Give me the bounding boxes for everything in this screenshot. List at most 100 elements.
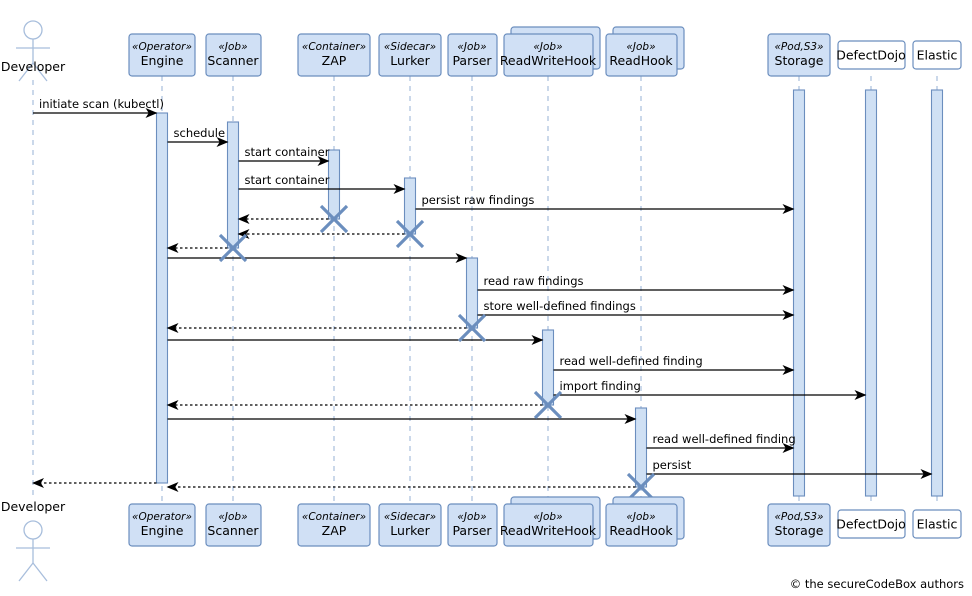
participant-bottom-parser[interactable]: «Job»Parser bbox=[447, 503, 498, 547]
message-label-m2: schedule bbox=[174, 126, 226, 140]
message-m2: schedule bbox=[167, 126, 229, 147]
participant-top-defectdojo[interactable]: DefectDojo bbox=[836, 40, 906, 70]
participant-bottom-zap[interactable]: «Container»ZAP bbox=[297, 503, 371, 547]
participant-box-zap bbox=[297, 33, 371, 77]
participant-top-zap[interactable]: «Container»ZAP bbox=[297, 33, 371, 77]
message-m4: start container bbox=[238, 173, 406, 194]
activation-bar-zap bbox=[327, 149, 341, 220]
message-m15: import finding bbox=[553, 379, 867, 400]
participant-top-storage[interactable]: «Pod,S3»Storage bbox=[767, 33, 831, 77]
stereotype-label-readwritehook: «Job» bbox=[533, 41, 562, 53]
destroy-marker-readwritehook bbox=[533, 390, 563, 420]
participant-bottom-defectdojo[interactable]: DefectDojo bbox=[836, 509, 906, 539]
message-label-m19: persist bbox=[653, 458, 692, 472]
stereotype-label-scanner: «Job» bbox=[218, 41, 247, 53]
message-label-m5: persist raw findings bbox=[422, 193, 535, 207]
participant-top-lurker[interactable]: «Sidecar»Lurker bbox=[378, 33, 442, 77]
message-m11: store well-defined findings bbox=[477, 299, 795, 320]
destroy-marker-lurker bbox=[395, 219, 425, 249]
participant-top-scanner[interactable]: «Job»Scanner bbox=[205, 33, 262, 77]
participant-name-engine: Engine bbox=[141, 523, 184, 538]
participant-bottom-elastic[interactable]: Elastic bbox=[912, 509, 962, 539]
participant-bottom-readhook[interactable]: «Job»ReadHook bbox=[605, 496, 685, 547]
participant-name-readwritehook: ReadWriteHook bbox=[500, 53, 597, 68]
participant-top-engine[interactable]: «Operator»Engine bbox=[128, 33, 196, 77]
message-label-m4: start container bbox=[245, 173, 330, 187]
activation-bar-readwritehook bbox=[541, 329, 555, 406]
actor-leg-right bbox=[32, 562, 48, 582]
stereotype-label-parser: «Job» bbox=[457, 41, 486, 53]
stereotype-label-engine: «Operator» bbox=[132, 511, 192, 523]
participant-name-defectdojo: DefectDojo bbox=[836, 48, 906, 63]
actor-leg-right bbox=[32, 62, 48, 82]
participant-name-scanner: Scanner bbox=[207, 53, 259, 68]
actor-figure-developer-bottom[interactable] bbox=[16, 520, 50, 582]
participant-name-elastic: Elastic bbox=[917, 517, 958, 532]
activation-bar-engine bbox=[155, 112, 169, 484]
participant-box-storage bbox=[767, 503, 831, 547]
participant-box-readwritehook bbox=[503, 503, 594, 547]
participant-box-zap bbox=[297, 503, 371, 547]
stereotype-label-scanner: «Job» bbox=[218, 511, 247, 523]
participant-name-zap: ZAP bbox=[322, 523, 347, 538]
participant-box-elastic bbox=[912, 509, 962, 539]
participant-name-engine: Engine bbox=[141, 53, 184, 68]
participant-top-readwritehook[interactable]: «Job»ReadWriteHook bbox=[500, 26, 601, 77]
copyright-footer: © the secureCodeBox authors bbox=[790, 577, 964, 591]
message-label-m18: read well-defined finding bbox=[653, 432, 796, 446]
participant-name-storage: Storage bbox=[775, 53, 824, 68]
message-m10: read raw findings bbox=[477, 274, 795, 295]
participant-bottom-readwritehook[interactable]: «Job»ReadWriteHook bbox=[500, 496, 601, 547]
participant-bottom-lurker[interactable]: «Sidecar»Lurker bbox=[378, 503, 442, 547]
actor-leg-left bbox=[18, 562, 34, 582]
actor-figure-developer-top[interactable] bbox=[16, 20, 50, 82]
activation-bar-parser bbox=[465, 257, 479, 329]
participant-bottom-engine[interactable]: «Operator»Engine bbox=[128, 503, 196, 547]
stereotype-label-parser: «Job» bbox=[457, 511, 486, 523]
messages-layer: initiate scan (kubectl) schedule start con… bbox=[32, 97, 933, 492]
actor-label-developer-top: Developer bbox=[1, 59, 66, 74]
stereotype-label-storage: «Pod,S3» bbox=[774, 511, 823, 523]
stereotype-label-lurker: «Sidecar» bbox=[384, 511, 436, 523]
activation-bar-defectdojo bbox=[864, 89, 878, 497]
activation-bar-elastic bbox=[930, 89, 944, 497]
participant-bottom-scanner[interactable]: «Job»Scanner bbox=[205, 503, 262, 547]
stereotype-label-storage: «Pod,S3» bbox=[774, 41, 823, 53]
participant-top-elastic[interactable]: Elastic bbox=[912, 40, 962, 70]
participant-box-elastic bbox=[912, 40, 962, 70]
message-m1: initiate scan (kubectl) bbox=[33, 97, 164, 118]
participant-name-parser: Parser bbox=[452, 53, 492, 68]
participant-top-parser[interactable]: «Job»Parser bbox=[447, 33, 498, 77]
participant-top-readhook[interactable]: «Job»ReadHook bbox=[605, 26, 685, 77]
participant-name-lurker: Lurker bbox=[390, 53, 430, 68]
message-label-m11: store well-defined findings bbox=[484, 299, 636, 313]
participant-box-lurker bbox=[378, 33, 442, 77]
stereotype-label-engine: «Operator» bbox=[132, 41, 192, 53]
participant-box-defectdojo bbox=[837, 40, 906, 70]
destroy-marker-zap bbox=[319, 204, 349, 234]
activation-bar-scanner bbox=[226, 121, 240, 249]
participant-name-readwritehook: ReadWriteHook bbox=[500, 523, 597, 538]
participant-box-readhook bbox=[605, 503, 678, 547]
message-m18: read well-defined finding bbox=[646, 432, 796, 453]
participant-box-scanner bbox=[205, 33, 262, 77]
participant-box-engine bbox=[128, 33, 196, 77]
participant-name-lurker: Lurker bbox=[390, 523, 430, 538]
participant-name-storage: Storage bbox=[775, 523, 824, 538]
stereotype-label-zap: «Container» bbox=[302, 511, 366, 523]
destroy-marker-scanner bbox=[218, 233, 248, 263]
participant-box-storage bbox=[767, 33, 831, 77]
participant-name-readhook: ReadHook bbox=[609, 53, 673, 68]
stereotype-label-lurker: «Sidecar» bbox=[384, 41, 436, 53]
participant-name-elastic: Elastic bbox=[917, 48, 958, 63]
participant-box-engine bbox=[128, 503, 196, 547]
message-m14: read well-defined finding bbox=[553, 354, 795, 375]
participant-bottom-storage[interactable]: «Pod,S3»Storage bbox=[767, 503, 831, 547]
actor-head-icon bbox=[23, 20, 43, 40]
actor-head-icon bbox=[23, 520, 43, 540]
participant-name-scanner: Scanner bbox=[207, 523, 259, 538]
actor-label-developer-bottom: Developer bbox=[1, 499, 66, 514]
